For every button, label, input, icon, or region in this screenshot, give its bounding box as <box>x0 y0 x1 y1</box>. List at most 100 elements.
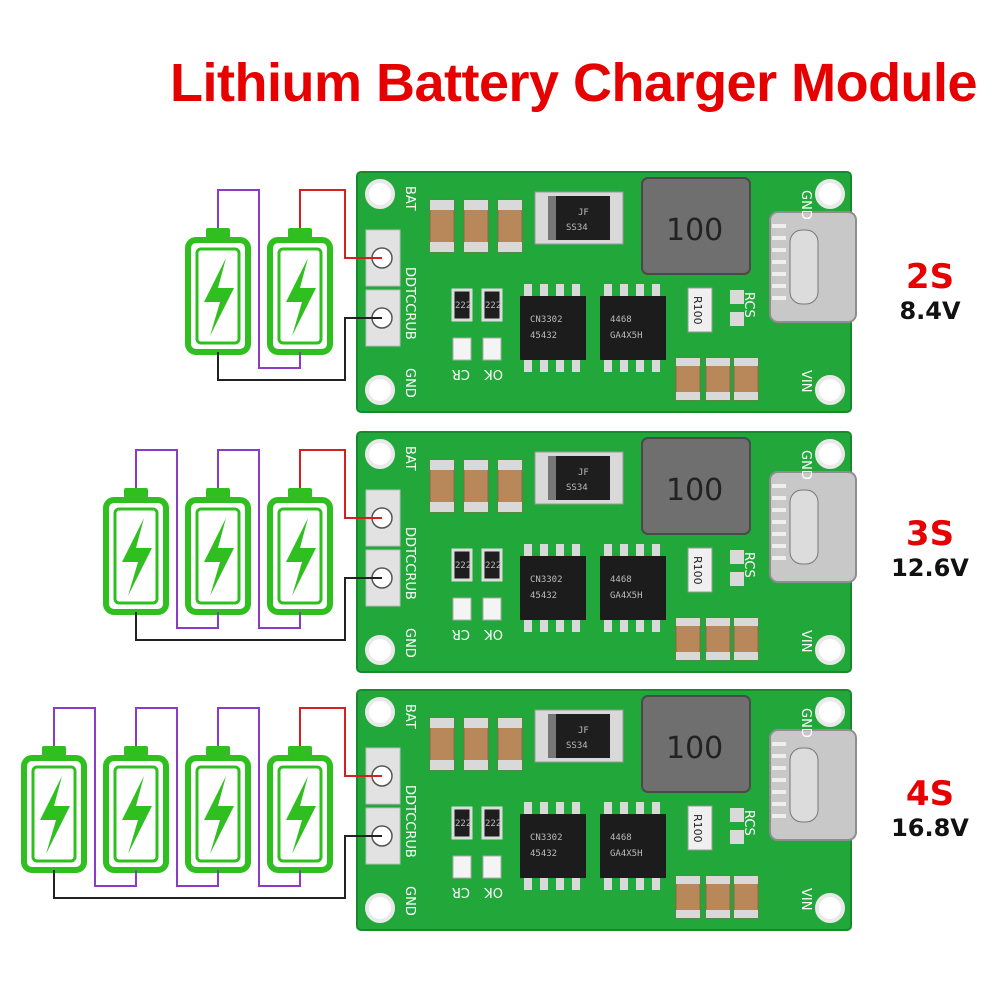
ic-bottom-label: 45432 <box>530 331 557 341</box>
positive-wire <box>299 707 382 777</box>
silk-bat-label: BAT <box>402 186 417 211</box>
ic-pin <box>540 358 548 372</box>
ic-top-label: 4468 <box>610 315 632 325</box>
usb-c-pin <box>772 496 786 500</box>
diode-top-label: JF <box>578 726 589 736</box>
negative-wire <box>53 835 382 899</box>
mounting-hole <box>815 635 845 665</box>
ic-pin <box>652 618 660 632</box>
silk-gnd-right: GND <box>798 190 813 220</box>
capacitor-terminal <box>464 242 488 252</box>
battery-inner <box>195 247 241 345</box>
capacitor-terminal <box>706 910 730 918</box>
ic-pin <box>620 544 628 558</box>
mounting-hole <box>365 439 395 469</box>
bat-label: BAT <box>402 446 417 471</box>
battery-terminal <box>124 746 148 756</box>
sense-resistor-label: R100 <box>691 296 704 325</box>
capacitor-terminal <box>498 460 522 470</box>
pad <box>730 808 744 822</box>
ic-pin <box>572 618 580 632</box>
diode-band <box>548 196 556 240</box>
ic-pin <box>572 358 580 372</box>
capacitor-terminal <box>676 618 700 626</box>
led <box>482 337 502 361</box>
capacitor-terminal <box>734 358 758 366</box>
ic-pin <box>524 358 532 372</box>
ic-pin <box>540 544 548 558</box>
capacitor-terminal <box>430 460 454 470</box>
capacitor-terminal <box>430 718 454 728</box>
ic-pin <box>620 358 628 372</box>
small-resistor <box>451 548 473 582</box>
ic-pin <box>636 284 644 298</box>
mosfet-ic <box>600 296 666 360</box>
mounting-hole <box>365 635 395 665</box>
capacitor-terminal <box>706 618 730 626</box>
lightning-bolt-icon <box>122 518 152 596</box>
ic-pin <box>524 284 532 298</box>
ok-label: OK <box>484 366 503 381</box>
silk-gnd-label: GND <box>402 886 417 916</box>
usb-c-pin <box>772 296 786 300</box>
rcs-label: RCS <box>741 810 756 836</box>
lightning-bolt-icon <box>204 518 234 596</box>
brand-label: DDTCCRUB <box>402 527 417 600</box>
usb-c-pin <box>772 248 786 252</box>
capacitor-terminal <box>734 910 758 918</box>
ic-pin <box>652 284 660 298</box>
ic-pin <box>604 876 612 890</box>
small-resistor-label: 222 <box>455 561 471 571</box>
ic-pin <box>540 618 548 632</box>
bat-label: BAT <box>402 704 417 729</box>
ic-pin <box>540 876 548 890</box>
silk-brand-label: DDTCCRUB <box>402 527 417 600</box>
capacitor-terminal <box>498 718 522 728</box>
battery-terminal <box>288 488 312 498</box>
ic-pin <box>620 618 628 632</box>
silk-ok: OK <box>484 366 503 381</box>
diode-bottom-label: SS34 <box>566 223 588 233</box>
usb-c-pin <box>772 742 786 746</box>
lightning-bolt-icon <box>122 776 152 854</box>
inductor-label: 100 <box>666 213 723 248</box>
mosfet-ic <box>600 556 666 620</box>
usb-c-opening <box>789 489 819 565</box>
ic-pin <box>572 876 580 890</box>
ic-pin <box>524 876 532 890</box>
silk-vin: VIN <box>798 888 813 910</box>
ic-pin <box>636 618 644 632</box>
small-resistor <box>481 288 503 322</box>
ic-bottom-label: 45432 <box>530 591 557 601</box>
series-wire <box>135 449 219 629</box>
battery-inner <box>277 507 323 605</box>
ok-label: OK <box>484 626 503 641</box>
mosfet-ic <box>600 814 666 878</box>
series-wire <box>135 707 219 887</box>
cr-label: CR <box>452 366 470 381</box>
brand-label: DDTCCRUB <box>402 267 417 340</box>
capacitor-terminal <box>430 502 454 512</box>
capacitor-terminal <box>706 358 730 366</box>
battery-terminal <box>124 488 148 498</box>
battery-terminal <box>206 746 230 756</box>
ic-pin <box>556 876 564 890</box>
gnd-right-label: GND <box>798 190 813 220</box>
usb-c-pin <box>772 814 786 818</box>
battery-terminal <box>42 746 66 756</box>
rcs-label: RCS <box>741 552 756 578</box>
usb-c-pin <box>772 224 786 228</box>
positive-wire <box>299 189 382 259</box>
ic-pin <box>604 284 612 298</box>
led <box>452 337 472 361</box>
voltage-label: 16.8V <box>891 814 969 842</box>
mounting-hole <box>815 375 845 405</box>
usb-c-pin <box>772 520 786 524</box>
ic-pin <box>556 802 564 816</box>
gnd-right-label: GND <box>798 708 813 738</box>
capacitor-terminal <box>430 760 454 770</box>
ic-pin <box>540 802 548 816</box>
